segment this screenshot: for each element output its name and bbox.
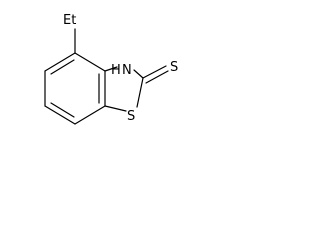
- thione-sulfur-label: S: [170, 60, 178, 75]
- thiazole-ring: [104, 66, 144, 112]
- hydrogen-label: H: [111, 63, 121, 78]
- double-bond-c4-c5: [50, 59, 75, 75]
- bond-n-c2: [133, 69, 144, 79]
- bond-c6-c7: [44, 105, 76, 125]
- bond-s-c7a: [104, 105, 127, 112]
- benzene-ring: [44, 52, 106, 125]
- bond-c4-c5: [44, 52, 76, 72]
- ring-sulfur-label: S: [127, 109, 135, 124]
- thione-bond-inner: [145, 70, 169, 84]
- nitrogen-label: N: [122, 63, 132, 78]
- ethyl-label: Et: [63, 13, 76, 28]
- bond-c2-s: [136, 77, 144, 108]
- chemical-structure-diagram: Et H N S S: [44, 13, 178, 125]
- bond-c7-c7a: [74, 105, 106, 125]
- double-bond-c6-c7: [50, 102, 75, 118]
- bond-c3a-n: [104, 66, 118, 72]
- thione-bond-outer: [142, 65, 167, 79]
- bond-c3a-c4: [74, 52, 106, 72]
